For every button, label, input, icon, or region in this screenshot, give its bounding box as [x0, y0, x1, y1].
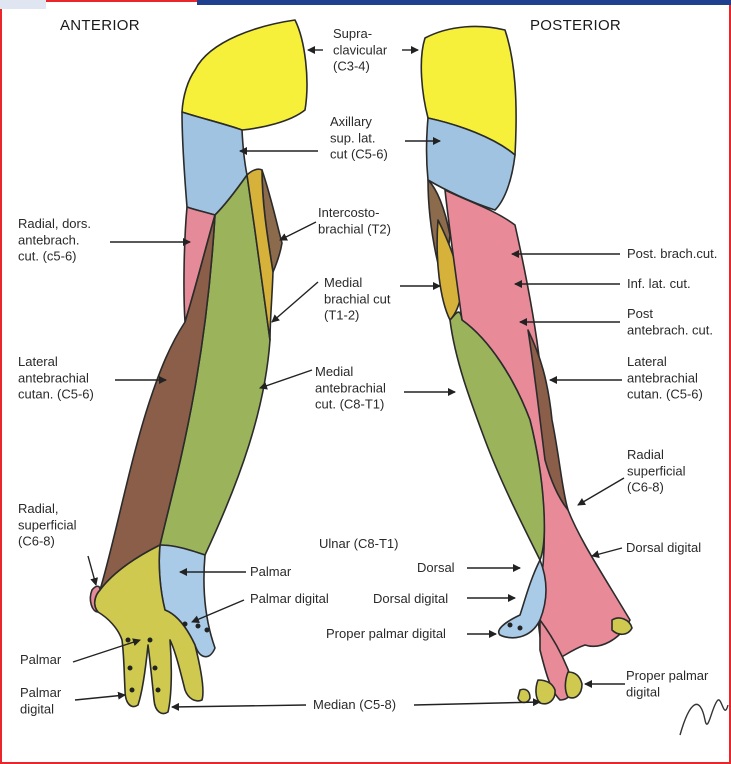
intercostobrachial-line-2: brachial (T2)	[318, 221, 391, 236]
lateral-antebrachial-right-line-1: Lateral	[627, 354, 667, 369]
radial-superficial-left-line-1: Radial,	[18, 501, 58, 516]
label-radial-dors: Radial, dors.antebrach. cut. (c5-6)	[18, 216, 91, 264]
post-antebrach-line-1: Post	[627, 306, 653, 321]
radial-superficial-right-line-1: Radial	[627, 447, 664, 462]
label-dorsal-digital-mid: Dorsal digital	[373, 591, 448, 606]
posterior-arm	[421, 26, 632, 703]
label-inf-lat: Inf. lat. cut.	[627, 276, 691, 291]
palmar-digital-left-line-1: Palmar	[20, 685, 62, 700]
label-palmar-digital-mid: Palmar digital	[250, 591, 329, 606]
supraclavicular-line-3: (C3-4)	[333, 59, 370, 74]
palmar-digital-left-line-2: digital	[20, 701, 54, 716]
proper-palmar-right-line-2: digital	[626, 684, 660, 699]
palmar-digital-mid-line-1: Palmar digital	[250, 591, 329, 606]
median-line-1: Median (C5-8)	[313, 697, 396, 712]
palmar-left-line-1: Palmar	[20, 652, 62, 667]
label-proper-palmar-mid: Proper palmar digital	[326, 626, 446, 641]
inf-lat-line-1: Inf. lat. cut.	[627, 276, 691, 291]
medial-antebrachial-line-1: Medial	[315, 364, 353, 379]
label-intercostobrachial: Intercosto-brachial (T2)	[318, 205, 391, 236]
proper-palmar-mid-line-1: Proper palmar digital	[326, 626, 446, 641]
post-brach-line-1: Post. brach.cut.	[627, 246, 717, 261]
dorsal-digital-mid-line-1: Dorsal digital	[373, 591, 448, 606]
radial-superficial-left-line-2: superficial	[18, 517, 77, 532]
palmar-mid-line-1: Palmar	[250, 564, 292, 579]
top-left-badge	[0, 0, 46, 9]
supraclavicular-line-2: clavicular	[333, 42, 388, 57]
top-bar	[197, 0, 731, 5]
lateral-antebrachial-left-line-2: antebrachial	[18, 370, 89, 385]
label-median: Median (C5-8)	[313, 697, 396, 712]
radial-dors-line-1: Radial, dors.	[18, 216, 91, 231]
posterior-header: POSTERIOR	[530, 17, 621, 34]
label-supraclavicular: Supra-clavicular (C3-4)	[333, 26, 388, 74]
medial-antebrachial-line-3: cut. (C8-T1)	[315, 397, 384, 412]
dorsal-digital-right-line-1: Dorsal digital	[626, 540, 701, 555]
label-palmar-mid: Palmar	[250, 564, 292, 579]
label-radial-superficial-left: Radial,superficial (C6-8)	[18, 501, 77, 549]
proper-palmar-right-line-1: Proper palmar	[626, 668, 709, 683]
medial-brachial-line-2: brachial cut	[324, 291, 391, 306]
artist-signature	[680, 700, 728, 735]
medial-brachial-line-3: (T1-2)	[324, 308, 359, 323]
anterior-supraclavicular-region	[182, 20, 307, 130]
anterior-arm	[90, 20, 307, 714]
dorsal-mid-line-1: Dorsal	[417, 560, 455, 575]
lateral-antebrachial-left-line-3: cutan. (C5-6)	[18, 387, 94, 402]
medial-brachial-line-1: Medial	[324, 275, 362, 290]
lateral-antebrachial-right-line-3: cutan. (C5-6)	[627, 387, 703, 402]
intercostobrachial-line-1: Intercosto-	[318, 205, 379, 220]
radial-superficial-right-line-2: superficial	[627, 463, 686, 478]
post-antebrach-line-2: antebrach. cut.	[627, 322, 713, 337]
radial-superficial-right-line-3: (C6-8)	[627, 480, 664, 495]
radial-superficial-left-line-3: (C6-8)	[18, 534, 55, 549]
anterior-header: ANTERIOR	[60, 17, 140, 34]
medial-antebrachial-line-2: antebrachial	[315, 380, 386, 395]
axillary-line-2: sup. lat.	[330, 130, 376, 145]
ulnar-line-1: Ulnar (C8-T1)	[319, 536, 398, 551]
label-palmar-left: Palmar	[20, 652, 62, 667]
label-dorsal-digital-right: Dorsal digital	[626, 540, 701, 555]
axillary-line-3: cut (C5-6)	[330, 147, 388, 162]
radial-dors-line-3: cut. (c5-6)	[18, 249, 77, 264]
lateral-antebrachial-left-line-1: Lateral	[18, 354, 58, 369]
label-dorsal-mid: Dorsal	[417, 560, 455, 575]
label-post-brach: Post. brach.cut.	[627, 246, 717, 261]
label-ulnar: Ulnar (C8-T1)	[319, 536, 398, 551]
axillary-line-1: Axillary	[330, 114, 372, 129]
radial-dors-line-2: antebrach.	[18, 232, 79, 247]
lateral-antebrachial-right-line-2: antebrachial	[627, 370, 698, 385]
supraclavicular-line-1: Supra-	[333, 26, 372, 41]
